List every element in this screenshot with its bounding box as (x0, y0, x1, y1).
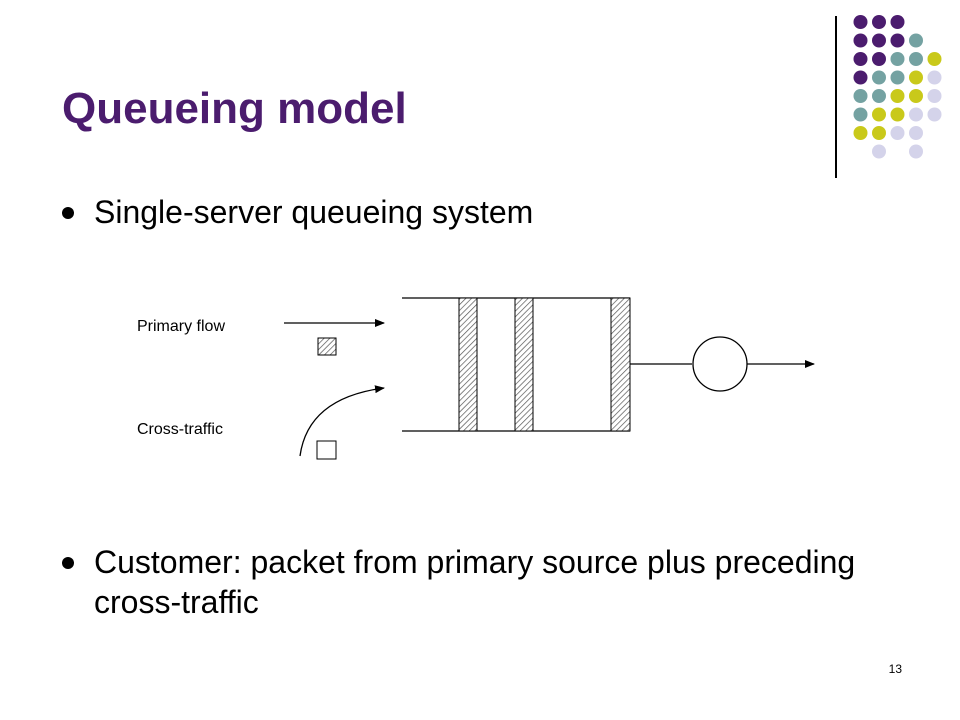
primary-packet (317, 337, 337, 356)
server-circle (692, 336, 748, 392)
decorative-dot (872, 126, 886, 140)
bullet-item: Customer: packet from primary source plu… (62, 542, 902, 626)
queued-packet (514, 297, 534, 432)
decorative-dot (872, 33, 886, 48)
queued-packet (458, 297, 478, 432)
decorative-dot (890, 70, 905, 85)
decorative-dot (927, 107, 942, 122)
decorative-dot (890, 33, 905, 48)
slide-title: Queueing model (62, 84, 407, 133)
decorative-dot (890, 89, 905, 103)
cross-traffic-label: Cross-traffic (137, 421, 223, 438)
decorative-dot (872, 70, 886, 85)
decorative-dot (853, 33, 868, 48)
cross-traffic-arrow (299, 385, 385, 457)
bullet-text: Single-server queueing system (94, 194, 534, 230)
decorative-dot (872, 107, 886, 122)
decorative-dot (909, 126, 923, 140)
decorative-dot (927, 70, 942, 85)
decorative-dot (927, 52, 942, 66)
bullet-icon (62, 557, 74, 569)
decorative-dot (853, 107, 868, 122)
decorative-dot (909, 70, 923, 85)
decorative-dot-grid (853, 15, 942, 159)
decorative-dot (853, 70, 868, 85)
decorative-dot (890, 52, 905, 66)
decorative-dot (909, 89, 923, 103)
decorative-divider (835, 16, 837, 178)
decorative-dot (872, 52, 886, 66)
decorative-dot (853, 52, 868, 66)
decorative-dot (853, 89, 868, 103)
bullet-text: Customer: packet from primary source plu… (94, 544, 856, 620)
primary-flow-label: Primary flow (137, 318, 225, 335)
decorative-dot (890, 15, 905, 29)
decorative-dot (872, 15, 886, 29)
bullet-icon (62, 207, 74, 219)
decorative-dot (909, 144, 923, 159)
decorative-dot (890, 107, 905, 122)
decorative-dot (853, 126, 868, 140)
decorative-dot (872, 89, 886, 103)
cross-traffic-packet (316, 440, 337, 460)
decorative-dot (927, 89, 942, 103)
decorative-dot (890, 126, 905, 140)
decorative-dot (853, 15, 868, 29)
queued-packet (610, 297, 631, 432)
page-number: 13 (888, 662, 902, 676)
decorative-dot (909, 52, 923, 66)
decorative-dot (909, 107, 923, 122)
decorative-dot (872, 144, 886, 159)
bullet-item: Single-server queueing system (62, 192, 882, 234)
decorative-dot (909, 33, 923, 48)
